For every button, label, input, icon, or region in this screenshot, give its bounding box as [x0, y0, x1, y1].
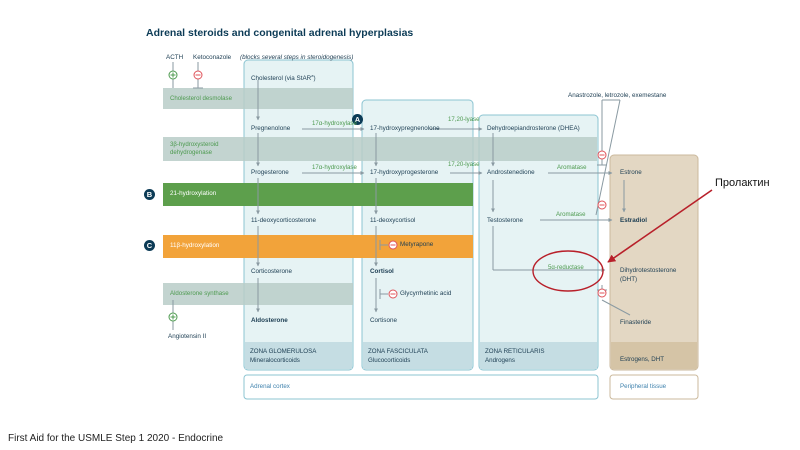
prolactin-arrow	[607, 189, 713, 263]
aromatase-inhibitors-label: Anastrozole, letrozole, exemestane	[568, 92, 667, 99]
steroid-17-hydroxypregnenolone: 17-hydroxypregnenolone	[370, 125, 440, 132]
enzyme-5a-reductase: 5α-reductase	[548, 264, 584, 271]
peripheral-tissue-label: Peripheral tissue	[620, 383, 667, 390]
enzyme-aromatase-2: Aromatase	[556, 211, 586, 218]
steroid-aldosterone: Aldosterone	[251, 317, 288, 324]
zone-fasciculata-product: Glucocorticoids	[368, 357, 411, 364]
steroid-androstenedione: Androstenedione	[487, 169, 535, 176]
zone-glomerulosa-name: ZONA GLOMERULOSA	[250, 348, 317, 355]
ketoconazole-label: Ketoconazole	[193, 54, 232, 61]
steroid-17-hydroxyprogesterone: 17-hydroxyprogesterone	[370, 169, 439, 176]
band-11b-hydroxylation-label: 11β-hydroxylation	[170, 242, 220, 249]
enzyme-17-20-lyase-1: 17,20-lyase	[448, 116, 480, 123]
peripheral-footer	[611, 342, 697, 369]
steroid-cholesterol: Cholesterol (via StARa)	[251, 73, 316, 83]
zone-reticularis-footer	[480, 342, 597, 369]
glycyrrhetinic-label: Glycyrrhetinic acid	[400, 290, 452, 297]
metyrapone-label: Metyrapone	[400, 241, 434, 248]
source-caption: First Aid for the USMLE Step 1 2020 - En…	[8, 433, 224, 444]
adrenal-cortex-label: Adrenal cortex	[250, 383, 290, 390]
enzyme-17a-hydroxylase-1: 17α-hydroxylase	[312, 120, 357, 127]
zone-reticularis-product: Androgens	[485, 357, 515, 364]
steroid-11-deoxycortisol: 11-deoxycortisol	[370, 217, 416, 224]
steroid-cortisone: Cortisone	[370, 317, 397, 324]
steroid-cortisol: Cortisol	[370, 268, 394, 275]
marker-b: B	[144, 189, 155, 200]
zone-reticularis-name: ZONA RETICULARIS	[485, 348, 545, 355]
steroid-dht-line1: Dihydrotestosterone	[620, 267, 677, 274]
steroid-estrone: Estrone	[620, 169, 642, 176]
steroid-11-deoxycorticosterone: 11-deoxycorticosterone	[251, 217, 316, 224]
zone-reticularis-box	[478, 114, 599, 371]
band-11b-hydroxylation	[163, 235, 473, 258]
band-21-hydroxylation	[163, 183, 473, 206]
steroid-progesterone: Progesterone	[251, 169, 289, 176]
enzyme-17-20-lyase-2: 17,20-lyase	[448, 161, 480, 168]
band-3b-hsd-label-line1: 3β-hydroxysteroid	[170, 141, 219, 148]
figure-title: Adrenal steroids and congenital adrenal …	[146, 27, 414, 39]
steroid-estradiol: Estradiol	[620, 217, 647, 224]
steroid-testosterone: Testosterone	[487, 217, 524, 224]
reductase-highlight-ellipse	[532, 250, 604, 292]
ketoconazole-note: (blocks several steps in steroidogenesis…	[240, 54, 354, 61]
marker-a: A	[352, 114, 363, 125]
peripheral-product: Estrogens, DHT	[620, 356, 665, 363]
steroid-pregnenolone: Pregnenolone	[251, 125, 291, 132]
finasteride-label: Finasteride	[620, 319, 652, 326]
steroid-dhea: Dehydroepiandrosterone (DHEA)	[487, 125, 580, 132]
inhibitor-marks	[193, 70, 607, 299]
band-3b-hsd-label-line2: dehydrogenase	[170, 149, 213, 156]
steroid-dht-line2: (DHT)	[620, 276, 638, 283]
enzyme-aromatase-1: Aromatase	[557, 164, 587, 171]
enzyme-17a-hydroxylase-2: 17α-hydroxylase	[312, 164, 357, 171]
peripheral-tissue-box	[609, 374, 699, 400]
zone-fasciculata-footer	[363, 342, 472, 369]
band-desmolase-label: Cholesterol desmolase	[170, 95, 232, 102]
zone-glomerulosa-product: Mineralocorticoids	[250, 357, 300, 364]
marker-c: C	[144, 240, 155, 251]
acth-label: ACTH	[166, 54, 184, 61]
peripheral-box	[609, 154, 699, 371]
zone-fasciculata-name: ZONA FASCICULATA	[368, 348, 428, 355]
adrenal-cortex-box	[243, 374, 599, 400]
prolactin-annotation: Пролактин	[715, 177, 770, 189]
band-21-hydroxylation-label: 21-hydroxylation	[170, 190, 217, 197]
angiotensin-label: Angiotensin II	[168, 333, 207, 340]
stimulator-marks	[168, 70, 178, 322]
band-3b-hsd	[163, 137, 597, 161]
zone-glomerulosa-footer	[245, 342, 352, 369]
steroid-corticosterone: Corticosterone	[251, 268, 292, 275]
band-aldosterone-synthase-label: Aldosterone synthase	[170, 290, 229, 297]
